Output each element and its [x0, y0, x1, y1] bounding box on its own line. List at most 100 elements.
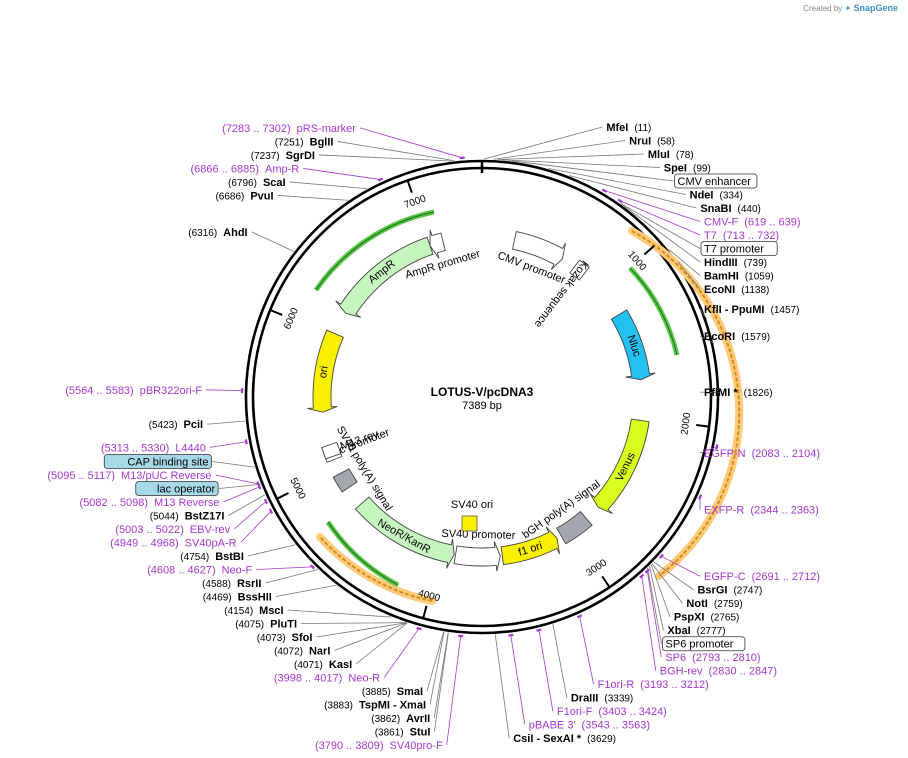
- label-name: NdeI: [690, 190, 714, 202]
- enzyme-label-pluti[interactable]: (4075)PluTI: [235, 619, 297, 631]
- primer-label-f1ori-r[interactable]: F1ori-R(3193 .. 3212): [598, 679, 709, 691]
- leader-line: [620, 200, 701, 236]
- enzyme-label-ecori[interactable]: EcoRI(1579): [704, 331, 770, 343]
- label-coord: (2344 .. 2363): [750, 505, 819, 517]
- enzyme-label-msci[interactable]: (4154)MscI: [224, 605, 283, 617]
- primer-label-pbabe-3[interactable]: pBABE 3'(3543 .. 3563): [529, 720, 650, 732]
- label-text: (4154)MscI: [224, 605, 283, 617]
- leader-line: [548, 168, 686, 195]
- primer-label-sv40pro-f[interactable]: (3790 .. 3809)SV40pro-F: [315, 740, 443, 752]
- primer-label-l4440[interactable]: (5313 .. 5330)L4440: [101, 442, 206, 454]
- primer-label-egfp-n[interactable]: EGFP-N(2083 .. 2104): [704, 448, 820, 460]
- feature-f1-ori[interactable]: f1 ori: [500, 526, 560, 566]
- enzyme-label-csii-sexai[interactable]: CsiI - SexAI *(3629): [513, 733, 616, 745]
- primer-label-amp-r[interactable]: (6866 .. 6885)Amp-R: [191, 163, 300, 175]
- leader-line: [383, 628, 420, 678]
- feature-cmv-promoter[interactable]: CMV promoter: [496, 230, 567, 287]
- enzyme-label-tspmi-xmai[interactable]: (3883)TspMI - XmaI: [324, 700, 426, 712]
- feature-mark: [569, 259, 590, 281]
- enzyme-label-nari[interactable]: (4072)NarI: [274, 646, 330, 658]
- label-text: SnaBI(440): [700, 203, 761, 215]
- primer-label-cmv-f[interactable]: CMV-F(619 .. 639): [704, 217, 801, 229]
- feature-tag-sp6-promoter[interactable]: SP6 promoter: [662, 636, 746, 652]
- leader-line: [620, 203, 701, 249]
- enzyme-label-noti[interactable]: NotI(2759): [686, 598, 742, 610]
- primer-label-sp6[interactable]: SP6(2793 .. 2810): [665, 652, 760, 664]
- primer-label-exfp-r[interactable]: EXFP-R(2344 .. 2363): [704, 505, 819, 517]
- feature-tag-t7-promoter[interactable]: T7 promoter: [700, 241, 778, 256]
- primer-label-f1ori-f[interactable]: F1ori-F(3403 .. 3424): [557, 706, 667, 718]
- feature-nluc[interactable]: Nluc: [610, 309, 656, 381]
- enzyme-label-pspxi[interactable]: PspXI(2765): [674, 612, 739, 624]
- enzyme-label-bstz17i[interactable]: (5044)BstZ17I: [150, 511, 225, 523]
- primer-label-sv40pa-r[interactable]: (4949 .. 4968)SV40pA-R: [110, 538, 237, 550]
- label-coord: (2759): [714, 599, 743, 610]
- label-name: EGFP-C: [704, 571, 746, 583]
- label-coord: (1138): [741, 285, 769, 296]
- feature-sv40-ori[interactable]: SV40 ori: [451, 499, 493, 532]
- feature-arrow: [307, 329, 344, 413]
- leader-line: [433, 632, 449, 719]
- enzyme-label-bsshii[interactable]: (4469)BssHII: [203, 592, 272, 604]
- label-coord: (4608 .. 4627): [147, 565, 216, 577]
- tag-box: [662, 636, 746, 652]
- primer-label-pbr322ori-f[interactable]: (5564 .. 5583)pBR322ori-F: [65, 385, 202, 397]
- enzyme-label-pflmi[interactable]: PflMI *(1826): [704, 387, 773, 399]
- primer-label-neo-r[interactable]: (3998 .. 4017)Neo-R: [274, 673, 380, 685]
- feature-venus[interactable]: Venus: [589, 418, 650, 515]
- primer-mark: [617, 198, 623, 204]
- label-text: (5095 .. 5117)M13/pUC Reverse: [47, 470, 211, 482]
- primer-label-t7[interactable]: T7(713 .. 732): [704, 230, 779, 242]
- enzyme-label-pcii[interactable]: (5423)PciI: [149, 419, 203, 431]
- tick-mark: [643, 245, 655, 256]
- feature-sv40-promoter[interactable]: SV40 promoter: [441, 528, 516, 572]
- leader-line: [497, 153, 644, 160]
- enzyme-label-kasi[interactable]: (4071)KasI: [294, 659, 352, 671]
- enzyme-label-sgrdi[interactable]: (7237)SgrDI: [251, 150, 315, 162]
- enzyme-label-mlui[interactable]: MluI(78): [648, 149, 694, 161]
- label-coord: (7251): [275, 137, 304, 148]
- enzyme-label-draiii[interactable]: DraIII(3339): [571, 693, 633, 705]
- enzyme-label-ahdi[interactable]: (6316)AhdI: [188, 227, 247, 239]
- primer-label-m13-puc-reverse[interactable]: (5095 .. 5117)M13/pUC Reverse: [47, 470, 211, 482]
- primer-label-m13-reverse[interactable]: (5082 .. 5098)M13 Reverse: [80, 497, 220, 509]
- enzyme-label-smai[interactable]: (3885)SmaI: [362, 686, 423, 698]
- label-name: F1ori-R: [598, 679, 635, 691]
- enzyme-label-bamhi[interactable]: BamHI(1059): [704, 271, 774, 283]
- enzyme-label-stui[interactable]: (3861)StuI: [375, 727, 431, 739]
- feature-tag-cmv-enhancer[interactable]: CMV enhancer: [674, 173, 758, 189]
- feature-tag-lac-operator[interactable]: lac operator: [135, 481, 219, 496]
- label-coord: (58): [657, 137, 675, 148]
- label-text: (4608 .. 4627)Neo-F: [147, 565, 252, 577]
- enzyme-label-bstbi[interactable]: (4754)BstBI: [180, 551, 244, 563]
- enzyme-label-sfoi[interactable]: (4073)SfoI: [257, 632, 313, 644]
- enzyme-label-scai[interactable]: (6796)ScaI: [228, 177, 286, 189]
- enzyme-label-spei[interactable]: SpeI(99): [664, 163, 711, 175]
- enzyme-label-econi[interactable]: EcoNI(1138): [704, 284, 769, 296]
- enzyme-label-kfli-ppumi[interactable]: KflI - PpuMI(1457): [704, 304, 799, 316]
- enzyme-label-hindiii[interactable]: HindIII(739): [704, 257, 767, 269]
- feature-bgh-poly-a-signal[interactable]: bGH poly(A) signal: [520, 478, 603, 545]
- enzyme-label-snabi[interactable]: SnaBI(440): [700, 203, 761, 215]
- enzyme-label-avrii[interactable]: (3862)AvrII: [371, 713, 430, 725]
- primer-label-neo-f[interactable]: (4608 .. 4627)Neo-F: [147, 565, 252, 577]
- enzyme-label-mfei[interactable]: MfeI(11): [606, 122, 651, 134]
- primer-label-bgh-rev[interactable]: BGH-rev(2830 .. 2847): [660, 666, 777, 678]
- enzyme-label-bsrgi[interactable]: BsrGI(2747): [697, 585, 762, 597]
- feature-ori[interactable]: ori: [307, 329, 344, 413]
- label-text: (5003 .. 5022)EBV-rev: [115, 524, 230, 536]
- primer-label-ebv-rev[interactable]: (5003 .. 5022)EBV-rev: [115, 524, 230, 536]
- enzyme-label-xbai[interactable]: XbaI(2777): [667, 625, 725, 637]
- enzyme-label-rsrii[interactable]: (4588)RsrII: [202, 578, 261, 590]
- feature-arrow: [429, 229, 446, 259]
- feature-tag-cap-binding-site[interactable]: CAP binding site: [103, 454, 212, 469]
- enzyme-label-pvui[interactable]: (6686)PvuI: [215, 190, 273, 202]
- enzyme-label-bglii[interactable]: (7251)BglII: [275, 136, 334, 148]
- primer-label-prs-marker[interactable]: (7283 .. 7302)pRS-marker: [222, 123, 356, 135]
- primer-label-egfp-c[interactable]: EGFP-C(2691 .. 2712): [704, 571, 820, 583]
- label-coord: (3403 .. 3424): [598, 706, 667, 718]
- feature-neor-kanr[interactable]: NeoR/KanR: [354, 496, 455, 569]
- enzyme-label-ndei[interactable]: NdeI(334): [690, 190, 743, 202]
- enzyme-label-nrui[interactable]: NruI(58): [629, 136, 675, 148]
